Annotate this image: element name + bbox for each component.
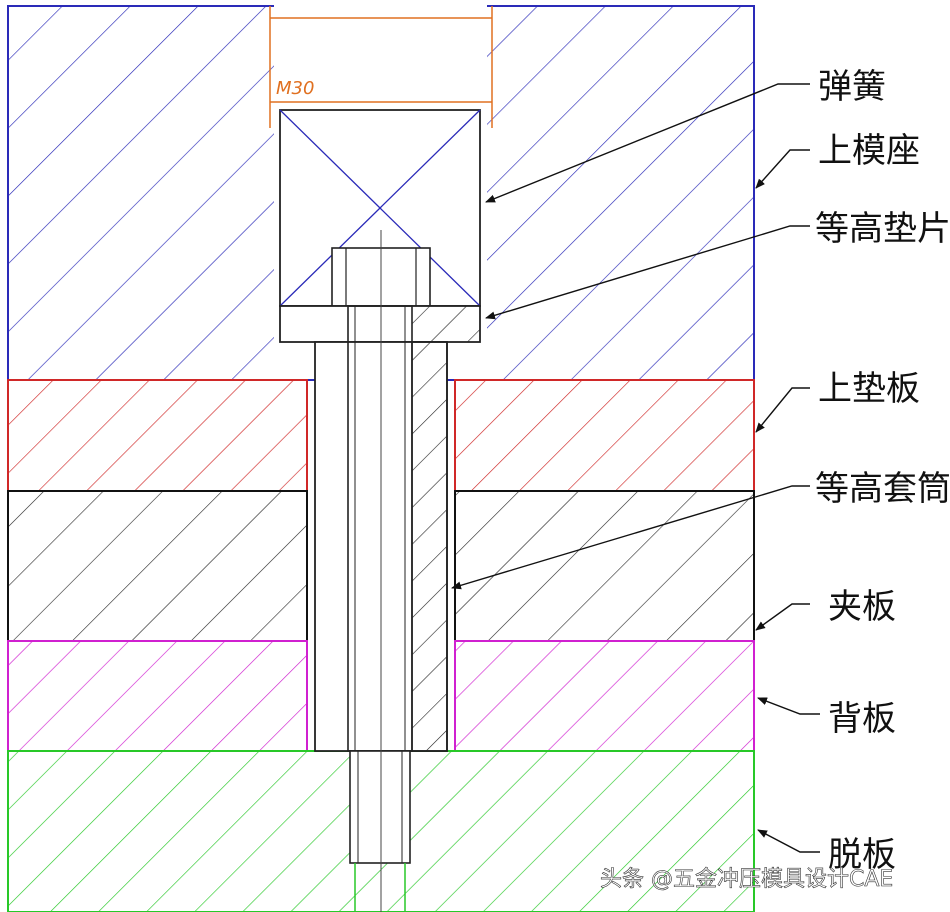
label-stripper-plate: 脱板 (828, 835, 896, 875)
leader-shim (485, 225, 810, 320)
leader-upper-backing-plate (755, 387, 810, 433)
leader-spring (485, 83, 810, 203)
leader-lines (451, 83, 820, 853)
leader-back-plate (757, 697, 820, 715)
leader-upper-die-seat (755, 149, 810, 189)
label-equal-height-shim: 等高垫片 (815, 209, 950, 249)
dimension-text: M30 (276, 78, 314, 99)
label-spring: 弹簧 (818, 67, 886, 107)
label-back-plate: 背板 (828, 699, 896, 739)
label-equal-height-sleeve: 等高套筒 (815, 469, 950, 509)
leader-stripper-plate (757, 829, 820, 853)
equal-height-shim (279, 305, 481, 343)
leader-sleeve (451, 485, 810, 590)
watermark: 头条 @五金冲压模具设计CAE (600, 867, 893, 892)
spring-dimension: M30 (269, 6, 493, 128)
upper-backing-plate (7, 379, 755, 492)
label-clamp-plate: 夹板 (828, 587, 896, 627)
label-upper-die-seat: 上模座 (818, 131, 920, 171)
label-upper-backing-plate: 上垫板 (818, 369, 920, 409)
clamp-plate (7, 490, 755, 642)
bolt-thread (349, 750, 411, 912)
leader-clamp-plate (755, 603, 810, 631)
back-plate (7, 640, 755, 752)
